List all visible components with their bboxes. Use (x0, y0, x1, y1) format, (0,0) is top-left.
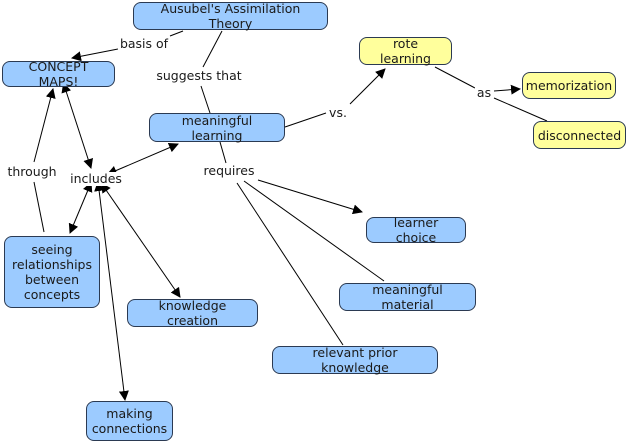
concept-meaningful-learning[interactable]: meaningful learning (149, 113, 285, 143)
concept-learner-choice[interactable]: learner choice (366, 215, 466, 245)
edge-requires-learnerchoice (257, 179, 363, 215)
edge-vs-rote (349, 68, 386, 105)
concept-meaningful-material[interactable]: meaningful material (339, 282, 476, 312)
edge-includes-knowledge (100, 182, 181, 298)
concept-disconnected[interactable]: disconnected (533, 121, 626, 149)
link-as: as (474, 85, 494, 100)
edge-meaningful-requires (219, 141, 227, 164)
edge-includes-seeing (68, 181, 93, 234)
concept-concept-maps[interactable]: CONCEPT MAPS! (2, 59, 115, 89)
concept-seeing-relationships[interactable]: seeing relationships between concepts (4, 236, 100, 308)
edge-through-conceptmaps (33, 88, 56, 163)
concept-ausubel-assimilation-theory[interactable]: Ausubel's Assimilation Theory (133, 1, 328, 31)
edge-ausubel-basis (169, 30, 184, 37)
link-through: through (5, 164, 59, 179)
concept-knowledge-creation[interactable]: knowledge creation (127, 298, 258, 328)
edge-basis-conceptmaps (71, 48, 119, 62)
link-vs: vs. (327, 105, 349, 120)
link-requires: requires (201, 163, 257, 178)
edge-rote-as (434, 66, 476, 89)
edge-seeing-through (33, 181, 45, 233)
edge-includes-meaningful (106, 142, 179, 176)
concept-making-connections[interactable]: making connections (86, 401, 173, 441)
link-includes: includes (68, 171, 124, 186)
edge-suggests-meaningful (200, 85, 211, 114)
link-suggests-that: suggests that (154, 68, 244, 83)
edge-requires-material (243, 180, 385, 282)
concept-relevant-prior-knowledge[interactable]: relevant prior knowledge (272, 345, 438, 375)
link-basis-of: basis of (117, 36, 171, 51)
concept-memorization[interactable]: memorization (522, 72, 616, 99)
edge-includes-making (94, 181, 129, 401)
edge-ausubel-suggests (202, 30, 223, 68)
concept-rote-learning[interactable]: rote learning (359, 36, 452, 66)
edge-meaningful-vs (284, 112, 327, 128)
edge-requires-prior (236, 182, 344, 346)
edge-conceptmaps-includes (61, 82, 93, 169)
edge-as-memorization (493, 84, 521, 95)
edge-as-disconnected (493, 97, 548, 122)
